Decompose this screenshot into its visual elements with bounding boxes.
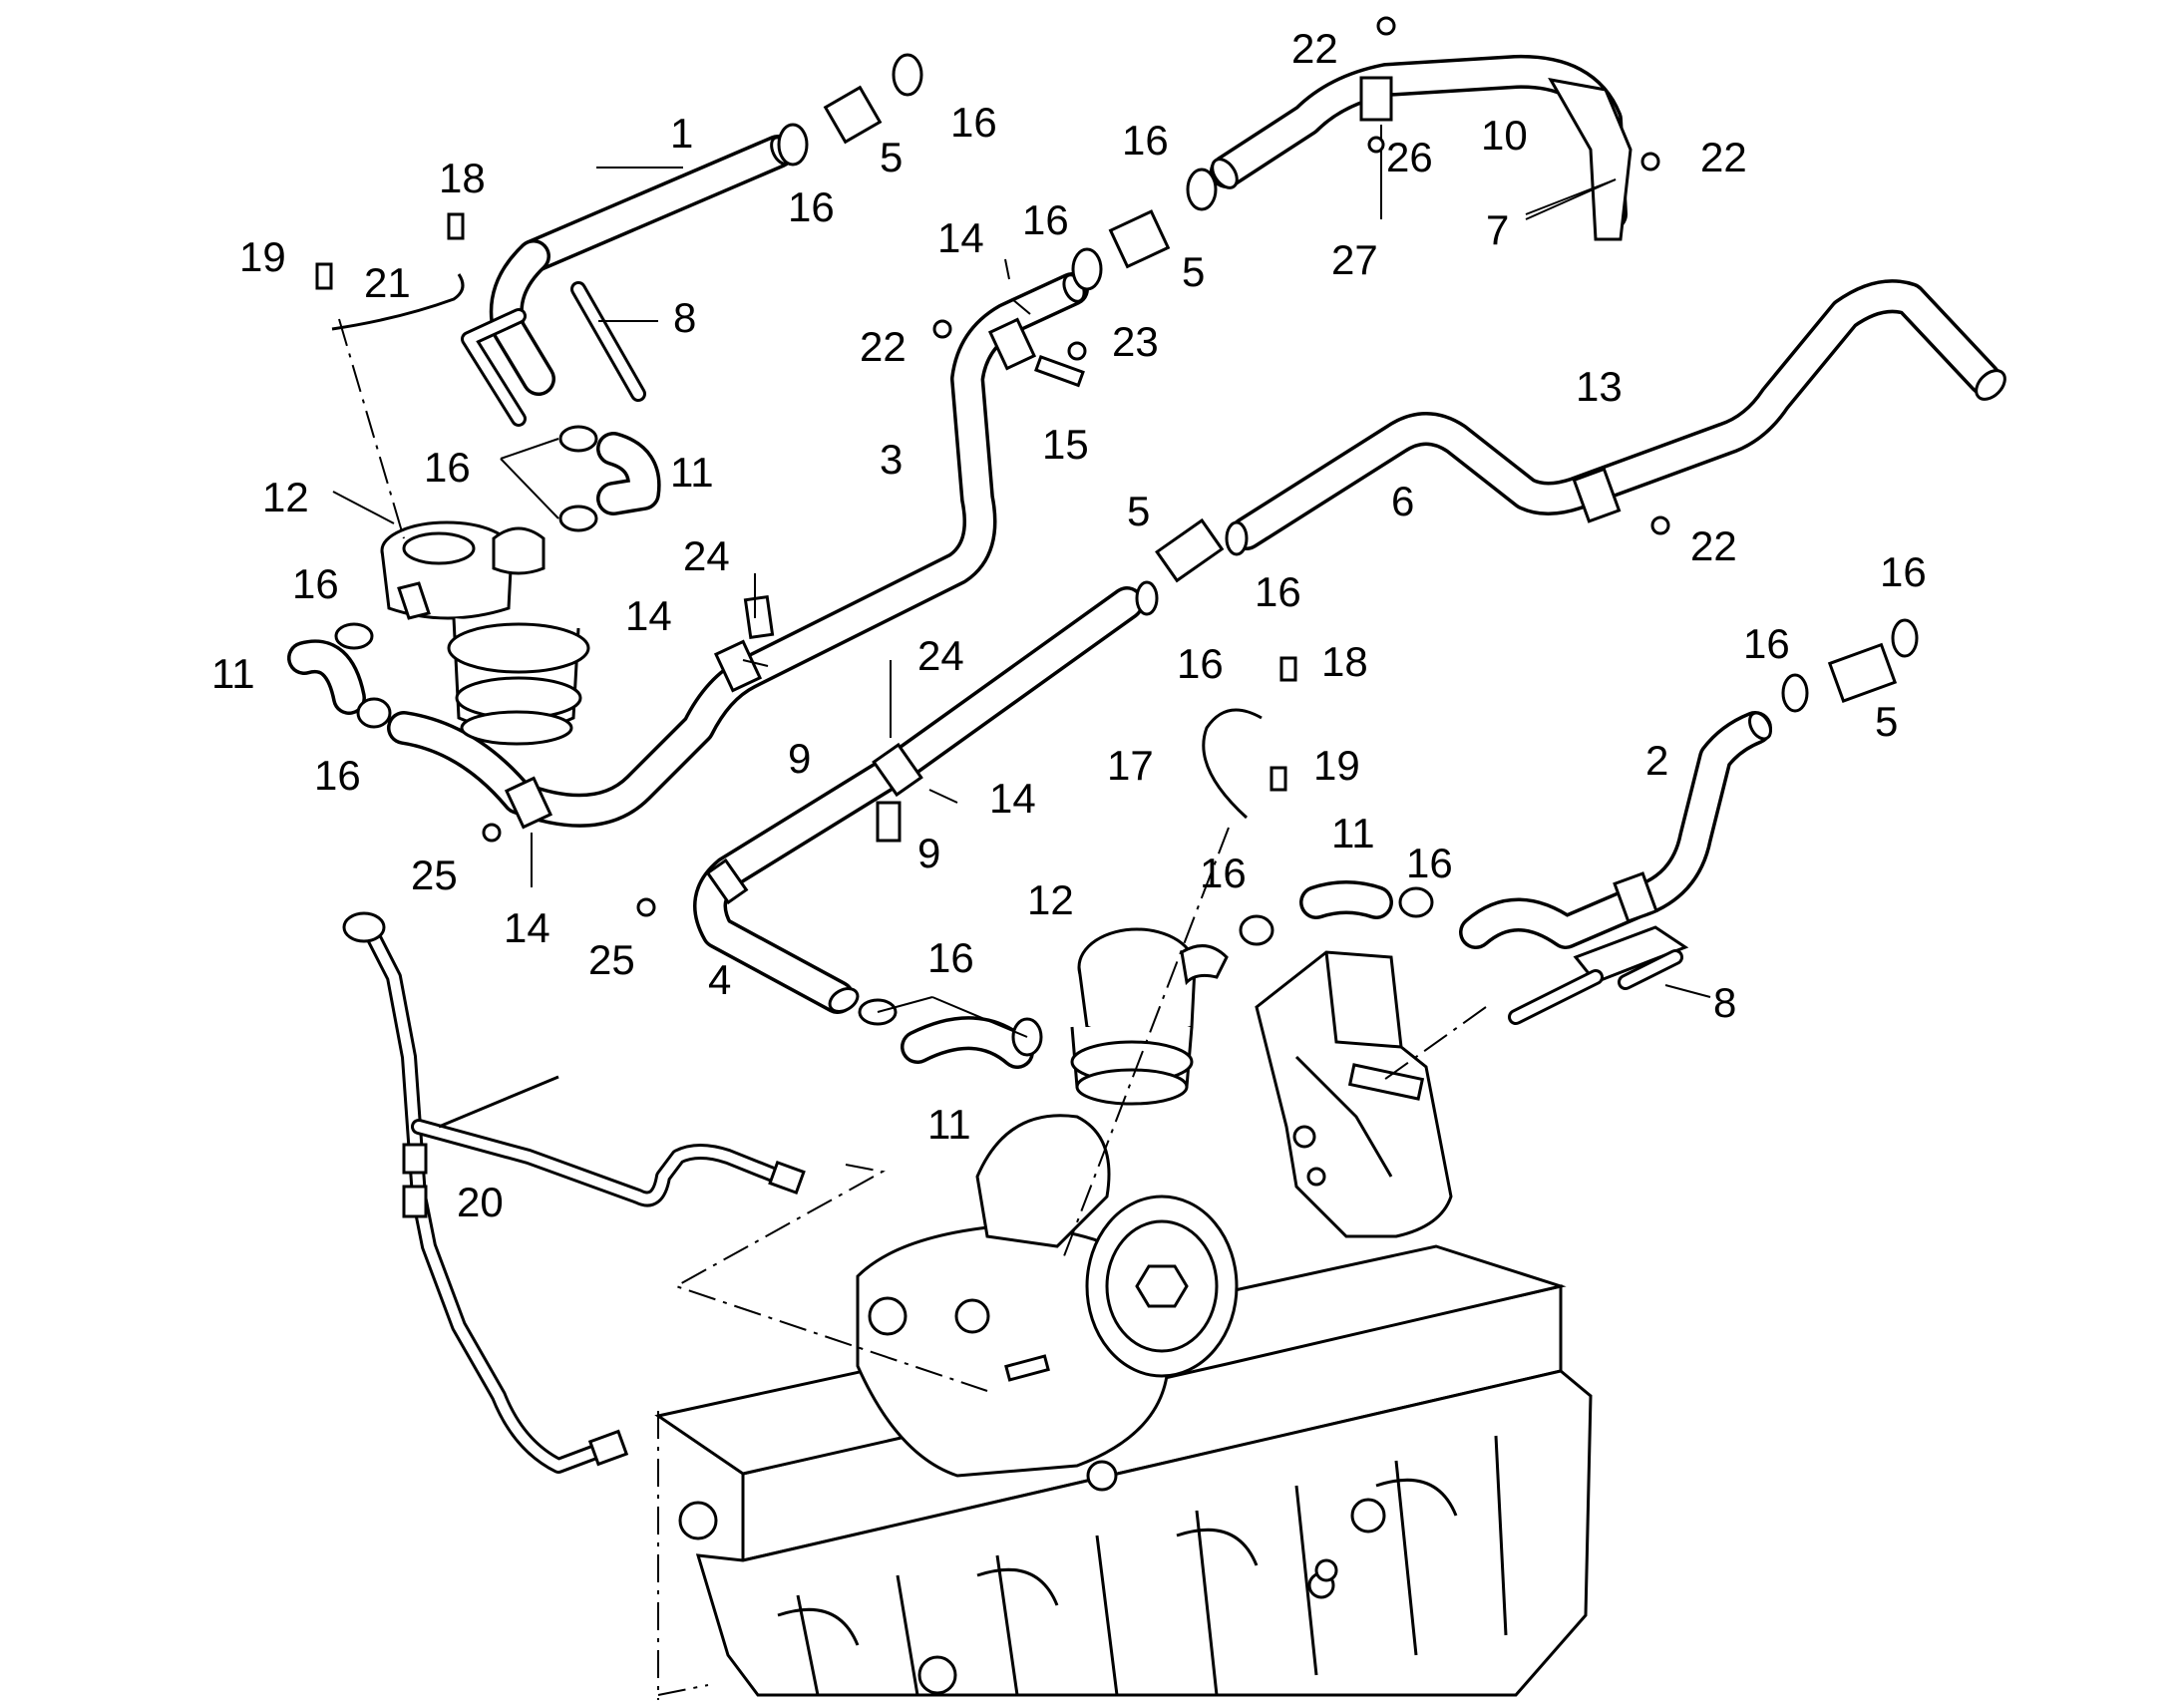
- hose-3: [387, 272, 1089, 830]
- callout-16: 16: [292, 560, 339, 607]
- callout-20: 20: [457, 1179, 504, 1225]
- small-hoses: [287, 85, 1898, 1069]
- callout-7: 7: [1486, 206, 1509, 253]
- callout-22: 22: [1700, 134, 1747, 180]
- oil-separator-left: [380, 520, 590, 746]
- callout-26: 26: [1386, 134, 1433, 180]
- callout-14: 14: [989, 775, 1036, 822]
- callout-14: 14: [625, 592, 672, 639]
- hose-10: [1210, 54, 1633, 241]
- callout-16: 16: [1177, 640, 1224, 687]
- callout-16: 16: [1200, 850, 1247, 896]
- pipe-20: [342, 911, 806, 1474]
- callout-16: 16: [1406, 840, 1453, 886]
- callout-16: 16: [1122, 117, 1169, 164]
- callout-19: 19: [1313, 742, 1360, 789]
- callout-2: 2: [1645, 737, 1668, 784]
- hose-clamps: [334, 53, 1919, 1057]
- callout-5: 5: [1182, 248, 1205, 295]
- callout-16: 16: [1255, 568, 1301, 615]
- callout-25: 25: [411, 852, 458, 898]
- hose-2: [1459, 711, 1772, 1025]
- callout-16: 16: [788, 183, 835, 230]
- callout-23: 23: [1112, 318, 1159, 365]
- heat-exchanger: [1255, 950, 1453, 1238]
- callout-18: 18: [439, 155, 486, 201]
- callout-9: 9: [788, 735, 811, 782]
- callout-6: 6: [1391, 478, 1414, 524]
- callout-10: 10: [1481, 112, 1528, 159]
- callout-5: 5: [1875, 698, 1898, 745]
- callout-16: 16: [314, 752, 361, 799]
- callout-1: 1: [670, 110, 693, 157]
- callout-19: 19: [239, 233, 286, 280]
- callout-22: 22: [860, 323, 907, 370]
- callout-5: 5: [1127, 488, 1150, 534]
- callout-12: 12: [262, 474, 309, 520]
- leader-lines: [332, 167, 1711, 1700]
- callout-16: 16: [927, 934, 974, 981]
- hose-4: [693, 586, 1144, 1014]
- callout-3: 3: [880, 436, 903, 483]
- callout-12: 12: [1027, 876, 1074, 923]
- callout-15: 15: [1042, 421, 1089, 468]
- callout-25: 25: [588, 936, 635, 983]
- callout-22: 22: [1690, 522, 1737, 569]
- callout-24: 24: [683, 532, 730, 579]
- oil-filter-housing: [856, 1114, 1239, 1492]
- callout-27: 27: [1331, 236, 1378, 283]
- callout-8: 8: [1713, 979, 1736, 1026]
- callout-9: 9: [917, 830, 940, 876]
- callout-16: 16: [424, 444, 471, 491]
- callout-16: 16: [1880, 548, 1927, 595]
- callout-5: 5: [880, 134, 903, 180]
- callout-11: 11: [1331, 810, 1375, 856]
- callout-16: 16: [1743, 620, 1790, 667]
- callout-18: 18: [1321, 638, 1368, 685]
- callout-22: 22: [1291, 25, 1338, 72]
- callout-11: 11: [670, 449, 714, 496]
- callout-24: 24: [917, 632, 964, 679]
- hose-6: [1230, 279, 2006, 550]
- bolts: [315, 16, 1670, 917]
- callout-16: 16: [1022, 196, 1069, 243]
- hose-1: [461, 135, 795, 427]
- callout-4: 4: [708, 956, 731, 1003]
- callout-14: 14: [937, 214, 984, 261]
- callout-17: 17: [1107, 742, 1154, 789]
- brackets: [331, 273, 1263, 820]
- callout-14: 14: [504, 904, 550, 951]
- callout-13: 13: [1576, 363, 1623, 410]
- callout-21: 21: [364, 259, 411, 306]
- callout-11: 11: [211, 650, 255, 697]
- callout-8: 8: [673, 294, 696, 341]
- callout-labels: 1 2 3 4 5 5 5 5 6 7 8 8 9 9 10 11 11 11 …: [211, 25, 1927, 1225]
- callout-11: 11: [927, 1101, 971, 1148]
- oil-separator-center: [1070, 927, 1229, 1106]
- callout-16: 16: [950, 99, 997, 146]
